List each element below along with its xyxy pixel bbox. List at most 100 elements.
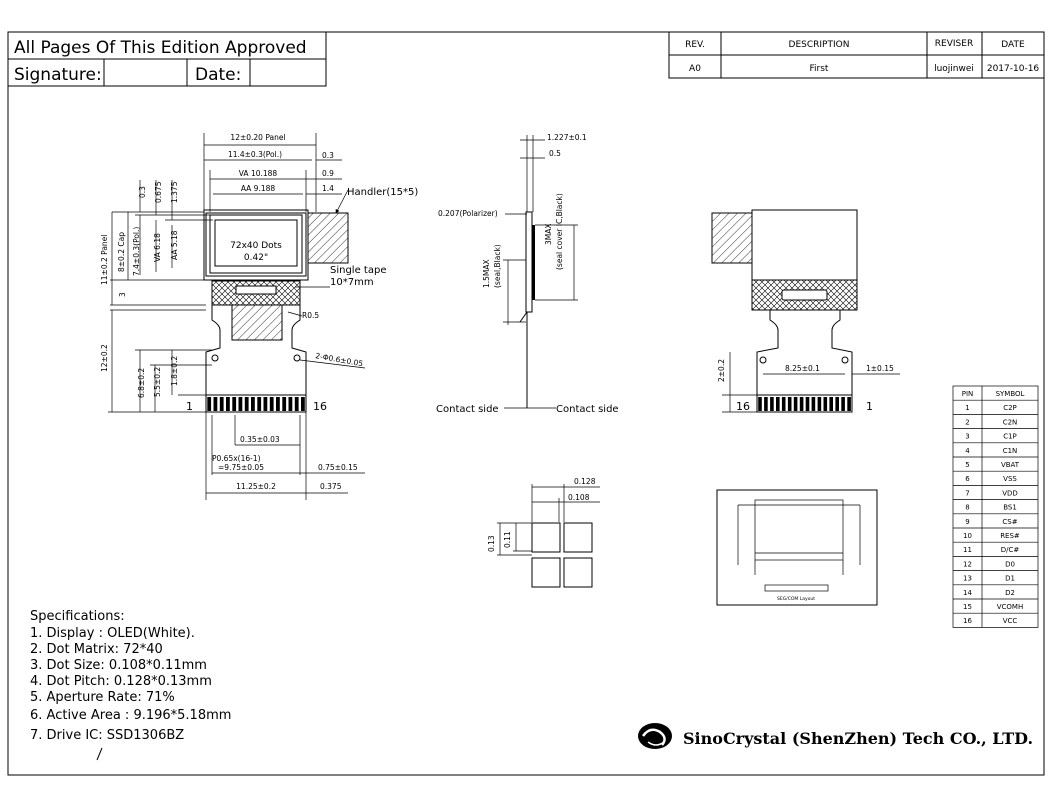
approval-box: All Pages Of This Edition Approved Signa… bbox=[7, 31, 327, 87]
rev-header: REV. bbox=[685, 40, 705, 50]
seal-label-2: (seal,Black) bbox=[493, 244, 502, 288]
dim-v-1-375: 1.375 bbox=[170, 181, 179, 203]
pin-row-front bbox=[205, 394, 307, 413]
panel-height-dim: 11±0.2 Panel bbox=[100, 235, 109, 285]
pin-number: 13 bbox=[963, 575, 972, 583]
active-area bbox=[214, 219, 298, 267]
dim-6-8: 6.8±0.2 bbox=[137, 368, 146, 398]
fpc-pin bbox=[244, 397, 249, 411]
pin-row-back bbox=[756, 394, 853, 413]
pin-1-front: 1 bbox=[186, 400, 193, 413]
pin-symbol: RES# bbox=[1000, 532, 1020, 540]
fpc-width-dim: 11.25±0.2 bbox=[236, 482, 276, 491]
pin-number: 15 bbox=[963, 603, 972, 611]
pin-number: 11 bbox=[963, 546, 972, 554]
logo-icon bbox=[638, 723, 672, 749]
pin-number: 1 bbox=[965, 404, 969, 412]
fpc-pin bbox=[301, 397, 305, 411]
polarizer-label: 0.207(Polarizer) bbox=[438, 209, 498, 218]
dot-dim-0-128: 0.128 bbox=[574, 477, 596, 486]
pin-number: 2 bbox=[965, 418, 969, 426]
side-glass bbox=[525, 211, 533, 313]
viewing-area bbox=[209, 214, 303, 274]
fpc-pin bbox=[263, 397, 268, 411]
cap-height-dim: 8±0.2 Cap bbox=[117, 232, 126, 272]
fpc-pin bbox=[805, 397, 810, 411]
fpc-pin bbox=[781, 397, 786, 411]
date-header: DATE bbox=[1001, 40, 1025, 50]
contact-side-right: Contact side bbox=[556, 404, 619, 415]
fpc-pin bbox=[758, 397, 762, 411]
pin-symbol: D2 bbox=[1005, 589, 1015, 597]
pin-symbol: VDD bbox=[1002, 489, 1018, 497]
description-value: First bbox=[810, 64, 829, 74]
fpc-pin bbox=[269, 397, 274, 411]
fpc-pin bbox=[847, 397, 851, 411]
back-dim-8-25: 8.25±0.1 bbox=[785, 364, 820, 373]
pin-16-front: 16 bbox=[313, 400, 327, 413]
dim-0-3: 0.3 bbox=[322, 151, 334, 160]
side-ic-cover bbox=[532, 225, 535, 300]
fpc-pin bbox=[294, 397, 299, 411]
fpc-pin bbox=[817, 397, 822, 411]
pin-number: 16 bbox=[963, 617, 972, 625]
front-pins bbox=[207, 397, 305, 411]
fpc-pin bbox=[207, 397, 212, 411]
fpc-pin bbox=[288, 397, 293, 411]
pin-symbol: CS# bbox=[1002, 518, 1017, 526]
pin-number: 6 bbox=[965, 475, 970, 483]
fpc-pin bbox=[213, 397, 218, 411]
dot-dim-0-11: 0.11 bbox=[503, 531, 512, 548]
pin-number: 10 bbox=[963, 532, 972, 540]
fpc-pin bbox=[841, 397, 845, 411]
tape-label-1: Single tape bbox=[330, 265, 386, 276]
sheet-border bbox=[7, 31, 1045, 776]
fpc-pin bbox=[829, 397, 833, 411]
r05-label: R0.5 bbox=[302, 311, 319, 320]
reviser-header: REVISER bbox=[935, 39, 973, 49]
dim-1-8: 1.8±0.2 bbox=[170, 356, 179, 386]
pin-16-back: 16 bbox=[736, 400, 750, 413]
dot-dim-0-108: 0.108 bbox=[568, 493, 590, 502]
pin-symbol: BS1 bbox=[1003, 504, 1017, 512]
spec-item: 2. Dot Matrix: 72*40 bbox=[30, 642, 163, 657]
dot-pixel bbox=[531, 557, 561, 588]
dots-label: 72x40 Dots bbox=[230, 241, 282, 251]
fpc-pin bbox=[823, 397, 828, 411]
reviser-value: luojinwei bbox=[934, 64, 974, 74]
fpc-pin bbox=[276, 397, 280, 411]
specifications: Specifications: 1. Display : OLED(White)… bbox=[30, 609, 231, 761]
pin-number: 8 bbox=[965, 504, 969, 512]
panel-width-dim: 12±0.20 Panel bbox=[230, 133, 285, 142]
dim-3: 3 bbox=[118, 292, 127, 297]
holes-label: 2-Φ0.6±0.05 bbox=[315, 351, 364, 368]
pin-number: 9 bbox=[965, 518, 969, 526]
pin-symbol: VCC bbox=[1003, 617, 1018, 625]
diagonal-label: 0.42" bbox=[244, 253, 268, 263]
rev-value: A0 bbox=[689, 64, 701, 74]
pin-symbol: VSS bbox=[1003, 475, 1017, 483]
dim-0-75: 0.75±0.15 bbox=[318, 463, 358, 472]
dot-pixel bbox=[563, 522, 593, 553]
handler bbox=[307, 212, 349, 264]
fpc-pin bbox=[811, 397, 816, 411]
symbol-header: SYMBOL bbox=[996, 390, 1025, 398]
pin-number: 12 bbox=[963, 560, 972, 568]
pin-number: 3 bbox=[965, 433, 969, 441]
seal-label-1: 1.5MAX bbox=[482, 259, 491, 288]
fpc-hole-left bbox=[211, 354, 219, 362]
pin-header: PIN bbox=[962, 390, 974, 398]
date-value: 2017-10-16 bbox=[987, 64, 1040, 74]
aa-height-dim: AA 5.18 bbox=[170, 230, 179, 260]
pin-symbol: VCOMH bbox=[997, 603, 1024, 611]
spec-title: Specifications: bbox=[30, 609, 125, 624]
spec-item: 3. Dot Size: 0.108*0.11mm bbox=[30, 658, 207, 673]
fpc-height-dim: 12±0.2 bbox=[100, 344, 109, 372]
fpc-pin bbox=[232, 397, 237, 411]
dim-5-5: 5.5±0.2 bbox=[153, 367, 162, 397]
fpc-pin bbox=[251, 397, 255, 411]
fpc-outline bbox=[205, 305, 307, 400]
signature-label: Signature: bbox=[14, 65, 102, 85]
